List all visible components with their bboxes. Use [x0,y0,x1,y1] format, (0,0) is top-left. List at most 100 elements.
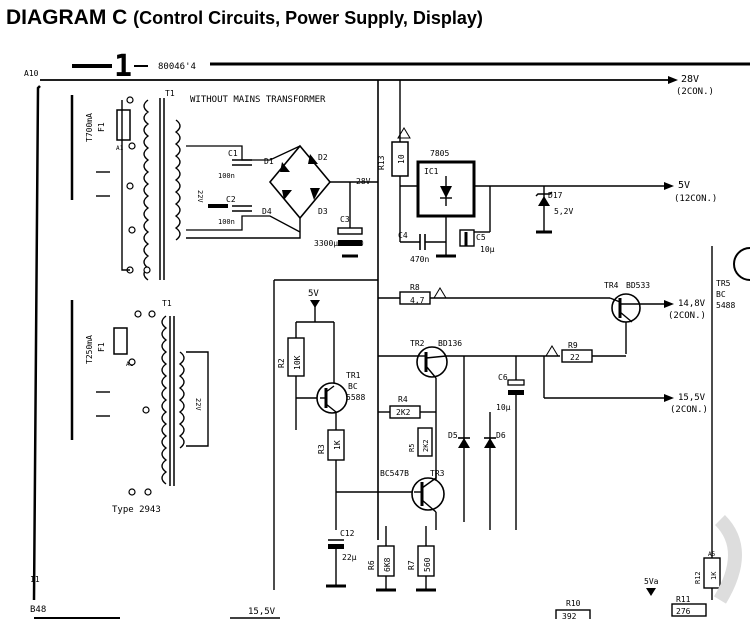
winding-voltage-lower: 22V [194,398,202,411]
c6-value: 10µ [496,403,511,412]
left-border [32,85,41,601]
d3-label: D3 [318,207,328,216]
d4-label: D4 [262,207,272,216]
bridge-rectifier: C1 100n C2 100n D1 D2 D4 D3 C3 3300µ 40 … [186,144,378,258]
tr3-type: BC547B [380,469,409,478]
corner-label-top: A10 [24,69,39,78]
r3: R3 1K [317,429,345,530]
out-14v8-label: 14,8V [678,299,706,309]
winding-voltage-upper: 22V [196,190,204,203]
c3-value: 3300µ [314,239,338,248]
supply-5va: 5Va R11 276 [644,577,707,617]
r3-value: 1K [333,440,342,450]
out-15v5-conn: (2CON.) [670,405,708,415]
r6-value: 6K8 [383,557,392,572]
bottom-left-label: B48 [30,605,46,615]
out-5v-conn: (12CON.) [674,194,717,204]
r2: R2 10K [277,337,320,430]
regulator-type: 7805 [430,149,449,158]
fuse1-rating: T700mA [85,113,94,142]
supply-5v: 5V [295,289,335,386]
fuse-f1-lower [113,327,128,355]
c1-label: C1 [228,149,238,158]
r2-name: R2 [277,358,286,368]
fuse-f1-upper [116,109,131,141]
title-main: DIAGRAM C [6,6,128,29]
r10-value: 392 [562,612,577,619]
c1-value: 100n [218,172,235,180]
r12-value: 1K [710,571,718,580]
r11-value: 276 [676,607,691,616]
arrow-5v [664,182,674,190]
rail-28v-label: 28V [356,177,371,186]
r12: R12 1K A5 [694,551,721,589]
c5: C5 10µ [459,186,495,254]
r3-name: R3 [317,444,326,454]
t1-lower-label: T1 [162,299,172,308]
out-5v-label: 5V [678,180,690,191]
r12-name: R12 [694,571,702,584]
r13-name: R13 [377,155,386,170]
fuse1-name: F1 [97,122,106,132]
d17-name: D17 [548,191,563,200]
transformer-type: Type 2943 [112,505,161,515]
r8-value: 4,7 [410,296,425,305]
r13: R13 10 [377,80,411,186]
supply-5v-label: 5V [308,289,319,299]
r9-value: 22 [570,353,580,362]
r7: R7 560 [407,526,436,592]
r9: R9 22 [545,341,626,363]
regulator-7805: 7805 IC1 [400,149,664,258]
fuse2-rating: T250mA [85,335,94,364]
arrow-28v [668,76,678,84]
tr4: TR4 BD533 [604,281,650,354]
c5-value: 10µ [480,245,495,254]
tr1-type1: BC [348,382,358,391]
r4-value: 2K2 [396,408,411,417]
regulator-name: IC1 [424,167,439,176]
tr1-name: TR1 [346,371,361,380]
c6-name: C6 [498,373,508,382]
header-bar: 1 80046'4 [72,49,750,84]
tr5-type2: 5488 [716,301,735,310]
diagram-title: DIAGRAM C (Control Circuits, Power Suppl… [6,6,483,30]
r10: R10 392 [555,599,591,619]
r8-name: R8 [410,283,420,292]
c4-name: C4 [398,231,408,240]
d5-label: D5 [448,431,458,440]
tr3: BC547B TR3 [380,469,445,530]
transformer-note: WITHOUT MAINS TRANSFORMER [190,95,326,105]
tr5: TR5 BC 5488 [711,246,750,600]
out-14v8-conn: (2CON.) [668,311,706,321]
c12-name: C12 [340,529,355,538]
tr1-type2: 5588 [346,393,365,402]
c6: C6 10µ [496,356,525,530]
tr2-name: TR2 [410,339,425,348]
tr4-type: BD533 [626,281,650,290]
header-code: 80046'4 [158,62,196,72]
transformer-upper: T700mA F1 A1 T1 WITHOUT MAINS TRANSFORME… [70,89,326,281]
title-subtitle: (Control Circuits, Power Supply, Display… [133,8,483,28]
d6: D6 [484,412,506,530]
d1-label: D1 [264,157,274,166]
supply-5va-label: 5Va [644,577,659,586]
bottom-voltage-label: 15,5V [248,607,276,617]
r4-name: R4 [398,395,408,404]
d17-value: 5,2V [554,207,573,216]
tr5-name: TR5 [716,279,731,288]
r5-value: 2K2 [422,439,430,452]
r9-name: R9 [568,341,578,350]
t1-upper-label: T1 [165,89,175,98]
d2-label: D2 [318,153,328,162]
arrow-14v8 [664,300,674,308]
out-15v5-label: 15,5V [678,393,706,403]
r12-ref: A5 [708,551,716,558]
c3-label: C3 [340,215,350,224]
r4: R4 2K2 [378,378,437,480]
c4-value: 470n [410,255,429,264]
arrow-15v5 [664,394,674,402]
tr4-name: TR4 [604,281,619,290]
tr2-type: BD136 [438,339,462,348]
r7-value: 560 [423,557,432,572]
